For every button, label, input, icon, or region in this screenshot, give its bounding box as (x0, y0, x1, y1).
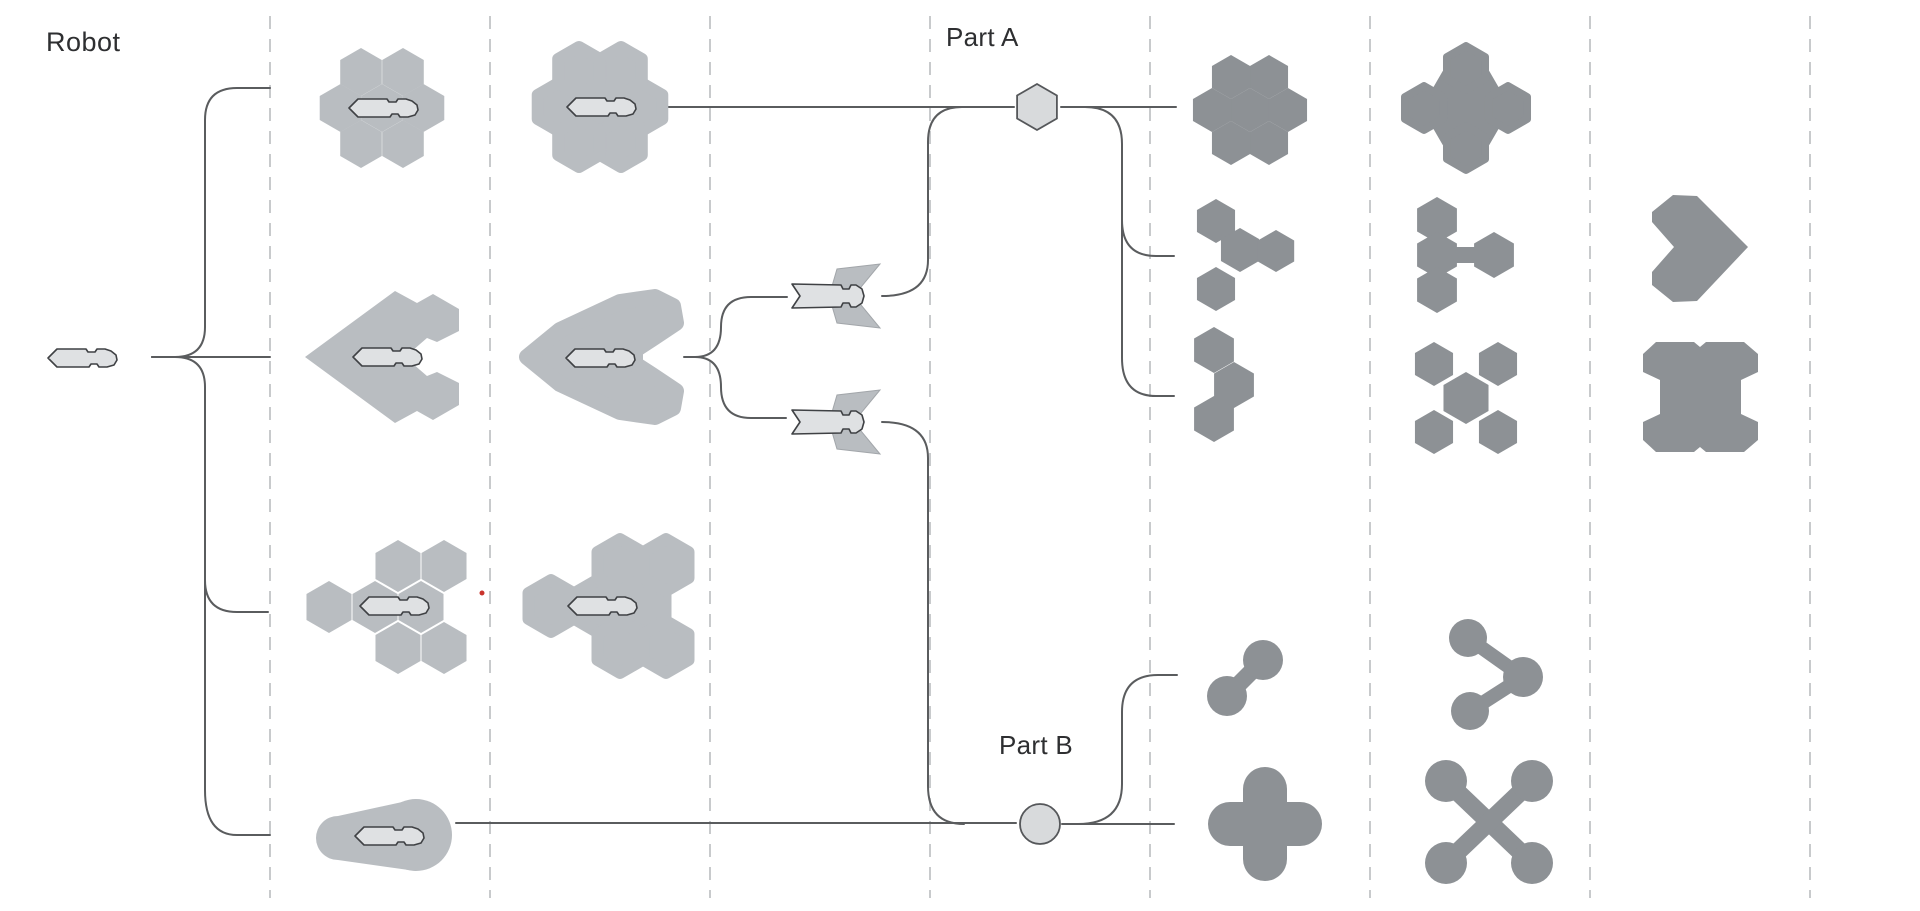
hex-cell (558, 47, 600, 95)
part-a-shape-t-cluster (1417, 197, 1514, 313)
x-lobe (1425, 842, 1467, 884)
connector-cone-to-upper-rocket (683, 296, 788, 358)
hex-cell (1474, 232, 1514, 278)
hex-cell (375, 540, 421, 592)
red-dot-artifact (479, 590, 485, 596)
cluster-neck (1450, 247, 1480, 263)
embedded-robot (565, 348, 636, 368)
embedded-robot (567, 596, 638, 616)
connector-root-up-row1 (151, 87, 271, 358)
part-b-shape-circle-x (1425, 760, 1553, 884)
hex-cell (600, 119, 642, 167)
lower-rocket (791, 389, 881, 455)
embedded-robot (359, 596, 430, 616)
chevron-lobe (1451, 692, 1489, 730)
part-a-shape-s-zigzag (1194, 327, 1254, 442)
hex-cell (558, 119, 600, 167)
part-b-label: Part B (999, 730, 1073, 760)
part-a-label: Part A (946, 22, 1019, 52)
connector-cone-to-lower-rocket (694, 356, 787, 419)
chevron-lobe (1503, 657, 1543, 697)
hex-cell (597, 621, 642, 673)
part-a-shape-notched-square (1643, 342, 1758, 452)
part-a-shape-octo-blob (1405, 46, 1527, 170)
part-a-shape-y-cluster (1196, 199, 1295, 311)
hex-cell (1417, 267, 1457, 313)
hex-cell (421, 540, 467, 592)
hex-cell (1447, 126, 1485, 170)
connector-root-down-row4 (151, 356, 271, 836)
part-b-shape-circle-chevron (1449, 619, 1543, 730)
x-lobe (1425, 760, 1467, 802)
connector-part-a-child3 (1084, 106, 1175, 397)
hex-cell (375, 622, 421, 674)
dumbbell-lobe (1207, 676, 1247, 716)
chevron-lobe (1449, 619, 1487, 657)
upper-rocket (791, 263, 881, 329)
hex-cell (1196, 267, 1236, 311)
x-lobe (1511, 842, 1553, 884)
part-b-shape-rounded-cross (1208, 767, 1322, 881)
part-a-shape-gear-dark (1192, 55, 1308, 165)
hex-cell (1257, 230, 1295, 272)
part-b-shape-dumbbell (1207, 640, 1283, 716)
hex-cell (1489, 86, 1527, 130)
hex-cell (1414, 410, 1454, 454)
embedded-robot (352, 347, 423, 367)
part-a-shape-x-cluster (1414, 342, 1518, 454)
part-b-circle-marker (1019, 803, 1061, 845)
hex-cell (1447, 46, 1485, 90)
connector-part-b-child1 (1077, 674, 1178, 825)
connector-upper-rocket-to-part-a (881, 106, 963, 297)
part-a-hexagon-marker (1016, 82, 1058, 132)
x-lobe (1511, 760, 1553, 802)
root-label: Robot (46, 27, 121, 57)
embedded-robot (566, 97, 637, 117)
chevron-outline (1652, 195, 1748, 302)
notched-square-outline (1643, 342, 1758, 452)
connectors (151, 87, 1178, 836)
embedded-robot (348, 98, 419, 118)
connector-root-row3 (204, 579, 269, 613)
dumbbell-lobe (1243, 640, 1283, 680)
part-a-shape-chevron (1652, 195, 1748, 302)
connector-part-a-child2 (1121, 219, 1175, 257)
hex-cell (528, 580, 573, 632)
hex-cell (643, 621, 688, 673)
column-guides (269, 16, 1811, 898)
hex-cell (421, 622, 467, 674)
hex-cell (600, 47, 642, 95)
connector-lower-rocket-to-part-b (881, 421, 965, 825)
embedded-robot (354, 826, 425, 846)
hex-cell (597, 539, 642, 591)
cross-horizontal (1208, 802, 1322, 846)
hex-cell (306, 581, 352, 633)
hex-cell (1478, 342, 1518, 386)
hex-cell (1443, 372, 1489, 424)
hex-cell (1414, 342, 1454, 386)
hex-cell (643, 539, 688, 591)
hex-cell (1405, 86, 1443, 130)
hex-cell (1478, 410, 1518, 454)
root-robot-silhouette (47, 348, 118, 368)
